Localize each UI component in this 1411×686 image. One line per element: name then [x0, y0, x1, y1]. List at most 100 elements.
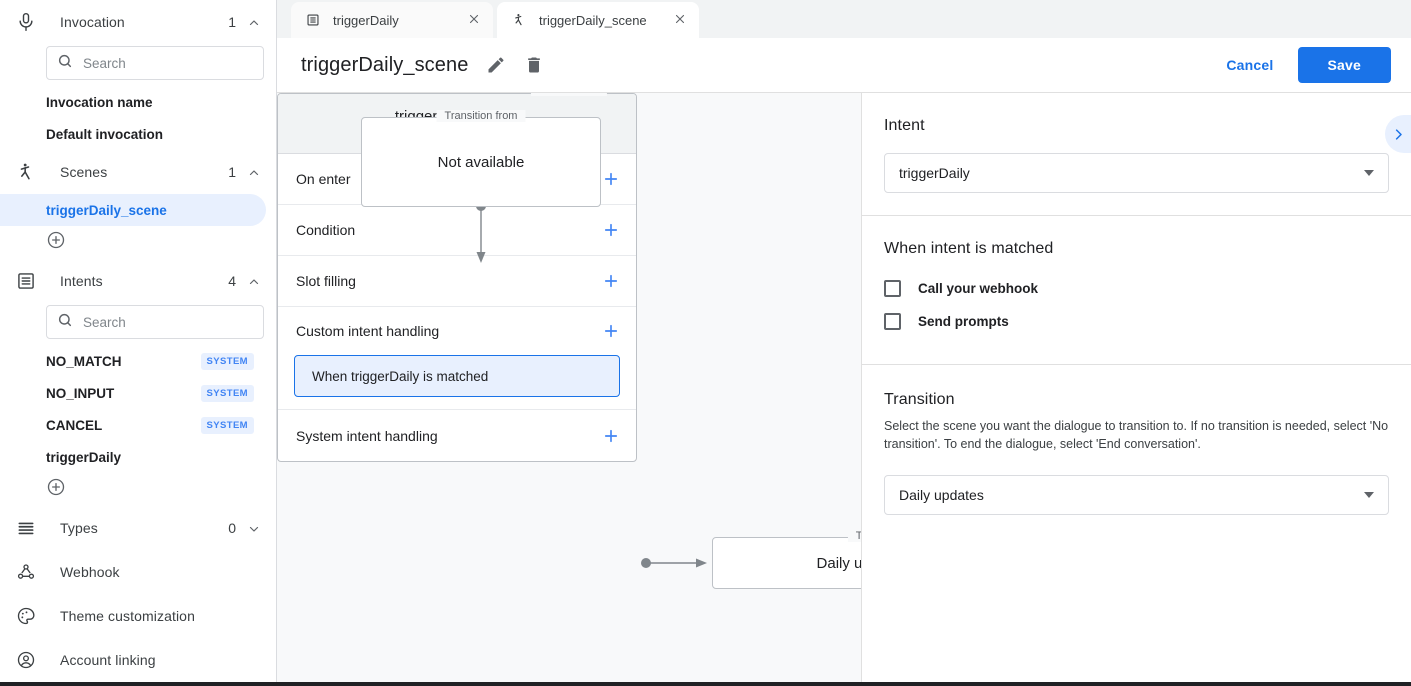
- sidebar-group-types[interactable]: Types 0: [0, 506, 276, 550]
- palette-icon: [14, 604, 38, 628]
- search-icon: [57, 312, 73, 333]
- webhook-icon: [14, 560, 38, 584]
- checkbox-box[interactable]: [884, 313, 901, 330]
- transition-select[interactable]: Daily updates: [884, 475, 1389, 516]
- save-button[interactable]: Save: [1297, 47, 1391, 83]
- sidebar-item-label: triggerDaily_scene: [46, 202, 167, 218]
- add-intent-icon[interactable]: [46, 478, 66, 501]
- chevron-up-icon: [248, 275, 260, 287]
- transition-section-title: Transition: [884, 391, 955, 408]
- sidebar-item-invocation-name[interactable]: Invocation name: [0, 86, 266, 118]
- scene-row-system-intent-handling[interactable]: System intent handling: [278, 410, 636, 461]
- when-intent-matched-title: When intent is matched: [884, 240, 1054, 257]
- sidebar-group-label: Types: [60, 520, 98, 536]
- transition-from-node: Transition from Not available: [361, 110, 601, 207]
- scene-row-label: On enter: [296, 171, 351, 187]
- scene-row-label: Condition: [296, 222, 356, 238]
- close-icon[interactable]: [673, 12, 689, 28]
- intent-handler-chip[interactable]: When triggerDaily is matched: [294, 355, 620, 397]
- tab-label: triggerDaily: [333, 12, 399, 28]
- tab-triggerdaily[interactable]: triggerDaily: [291, 2, 493, 38]
- tab-label: triggerDaily_scene: [539, 12, 647, 28]
- sidebar-item-account-linking[interactable]: Account linking: [0, 638, 276, 682]
- sidebar-group-count: 1: [228, 164, 236, 180]
- intent-section-title: Intent: [884, 117, 925, 134]
- sidebar-item-no-input[interactable]: NO_INPUT SYSTEM: [0, 377, 266, 409]
- intents-icon: [14, 269, 38, 293]
- intents-icon: [305, 12, 321, 28]
- sidebar-item-webhook[interactable]: Webhook: [0, 550, 276, 594]
- pencil-icon[interactable]: [486, 55, 506, 75]
- scene-row-label: Slot filling: [296, 273, 356, 289]
- sidebar-item-label: NO_INPUT: [46, 385, 115, 401]
- sidebar-group-intents[interactable]: Intents 4: [0, 259, 276, 303]
- add-icon[interactable]: [602, 170, 620, 188]
- header-bar: triggerDaily_scene Cancel Save: [277, 38, 1411, 93]
- add-intent-row: [0, 473, 276, 506]
- when-intent-matched-section: When intent is matched Call your webhook…: [862, 216, 1411, 365]
- sidebar-item-theme-customization[interactable]: Theme customization: [0, 594, 276, 638]
- intents-search-wrap: [0, 303, 276, 345]
- sidebar-group-invocation[interactable]: Invocation 1: [0, 0, 276, 44]
- add-scene-row: [0, 226, 276, 259]
- invocation-search-wrap: [0, 44, 276, 86]
- body-split: Transition from Not available Transition…: [277, 93, 1411, 682]
- intent-section: Intent triggerDaily: [862, 93, 1411, 216]
- types-icon: [14, 516, 38, 540]
- sidebar-item-label: Account linking: [60, 652, 156, 668]
- sidebar-item-no-match[interactable]: NO_MATCH SYSTEM: [0, 345, 266, 377]
- transition-from-legend: Transition from: [436, 110, 526, 122]
- custom-intent-handler-wrap: When triggerDaily is matched: [278, 355, 636, 410]
- add-icon[interactable]: [602, 427, 620, 445]
- scene-icon: [14, 160, 38, 184]
- scene-graph-canvas[interactable]: Transition from Not available Transition…: [277, 93, 862, 682]
- scene-row-slot-filling[interactable]: Slot filling: [278, 256, 636, 307]
- checkbox-call-your-webhook[interactable]: Call your webhook: [884, 280, 1389, 297]
- close-icon[interactable]: [467, 12, 483, 28]
- intents-search-box[interactable]: [46, 305, 264, 339]
- transition-select-value: Daily updates: [899, 487, 984, 504]
- checkbox-send-prompts[interactable]: Send prompts: [884, 313, 1389, 330]
- add-icon[interactable]: [602, 221, 620, 239]
- sidebar-item-triggerdaily[interactable]: triggerDaily: [0, 441, 266, 473]
- sidebar: Invocation 1 Invocation name Default inv…: [0, 0, 277, 682]
- status-badge: SYSTEM: [200, 384, 254, 402]
- chevron-down-icon: [1364, 492, 1374, 499]
- sidebar-group-count: 4: [228, 273, 236, 289]
- chevron-right-icon[interactable]: [1385, 115, 1411, 153]
- sidebar-item-triggerdaily-scene[interactable]: triggerDaily_scene: [0, 194, 266, 226]
- sidebar-group-label: Scenes: [60, 164, 108, 180]
- sidebar-item-label: NO_MATCH: [46, 353, 122, 369]
- add-icon[interactable]: [602, 322, 620, 340]
- bottom-edge-bar: [0, 682, 1411, 686]
- transition-section: Transition Select the scene you want the…: [862, 365, 1411, 537]
- checkbox-label: Call your webhook: [918, 281, 1039, 296]
- checkbox-box[interactable]: [884, 280, 901, 297]
- scene-row-custom-intent-handling[interactable]: Custom intent handling: [278, 307, 636, 355]
- sidebar-item-cancel[interactable]: CANCEL SYSTEM: [0, 409, 266, 441]
- scene-row-condition[interactable]: Condition: [278, 205, 636, 256]
- chevron-up-icon: [248, 166, 260, 178]
- search-icon: [57, 53, 73, 74]
- intent-select[interactable]: triggerDaily: [884, 153, 1389, 193]
- sidebar-item-label: Default invocation: [46, 126, 164, 142]
- sidebar-item-default-invocation[interactable]: Default invocation: [0, 118, 266, 150]
- add-icon[interactable]: [602, 272, 620, 290]
- invocation-search-input[interactable]: [83, 55, 260, 71]
- trash-icon[interactable]: [524, 55, 544, 75]
- intent-select-value: triggerDaily: [899, 165, 970, 181]
- cancel-button[interactable]: Cancel: [1216, 49, 1283, 81]
- page-title: triggerDaily_scene: [301, 53, 469, 76]
- checkbox-label: Send prompts: [918, 314, 1009, 329]
- sidebar-group-scenes[interactable]: Scenes 1: [0, 150, 276, 194]
- sidebar-group-label: Invocation: [60, 14, 125, 30]
- invocation-search-box[interactable]: [46, 46, 264, 80]
- add-scene-icon[interactable]: [46, 231, 66, 254]
- tab-triggerdaily-scene[interactable]: triggerDaily_scene: [497, 2, 699, 38]
- chevron-down-icon: [248, 522, 260, 534]
- scene-icon: [511, 12, 527, 28]
- intents-search-input[interactable]: [83, 314, 260, 330]
- sidebar-item-label: triggerDaily: [46, 449, 122, 465]
- sidebar-group-count: 1: [228, 14, 236, 30]
